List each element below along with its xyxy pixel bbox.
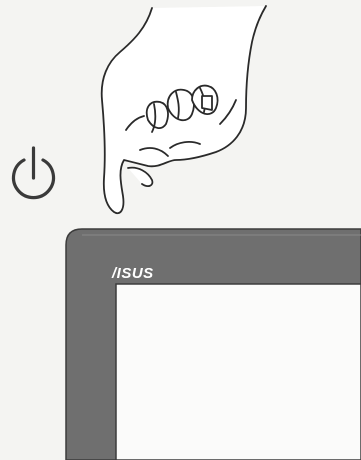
monitor-screen bbox=[116, 284, 361, 460]
monitor-bezel bbox=[66, 229, 361, 460]
power-icon bbox=[14, 148, 54, 198]
pointing-hand-icon bbox=[102, 6, 266, 213]
brand-logo: /ISUS bbox=[111, 265, 154, 282]
